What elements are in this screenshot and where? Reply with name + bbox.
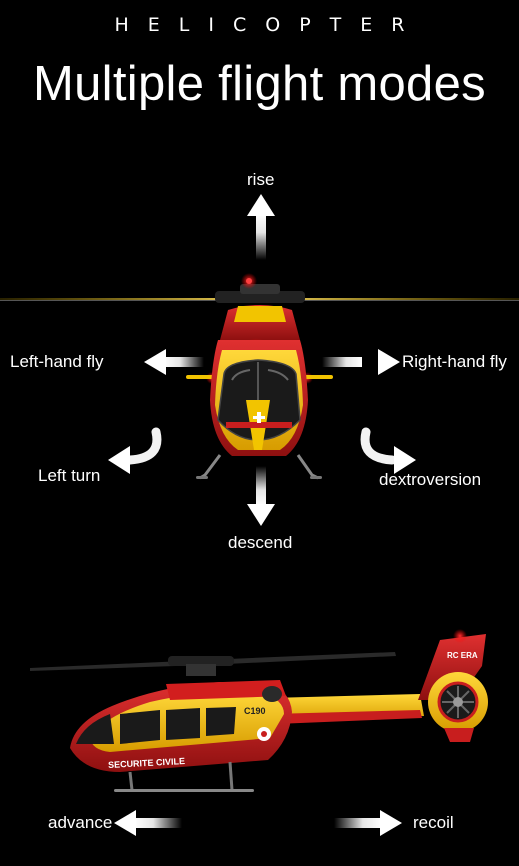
label-left-hand-fly: Left-hand fly — [10, 352, 104, 371]
arrow-right-icon — [322, 349, 400, 375]
arrow-recoil-icon — [334, 810, 402, 836]
product-kicker: HELICOPTER — [114, 14, 424, 36]
model-decal: C190 — [244, 706, 266, 716]
label-left-turn: Left turn — [38, 466, 101, 485]
arrow-down-icon — [247, 466, 275, 526]
arrow-left-icon — [144, 349, 204, 375]
label-advance: advance — [48, 813, 113, 832]
arrow-advance-icon — [114, 810, 182, 836]
helicopter-front-view — [0, 273, 519, 480]
label-descend: descend — [228, 533, 293, 552]
label-recoil: recoil — [413, 813, 454, 832]
turn-left-icon — [108, 427, 162, 474]
label-rise: rise — [247, 170, 275, 189]
brand-decal: RC ERA — [447, 651, 478, 660]
label-dextroversion: dextroversion — [379, 470, 482, 489]
arrow-up-icon — [247, 194, 275, 260]
turn-right-icon — [360, 427, 416, 474]
page-title: Multiple flight modes — [33, 57, 486, 111]
helicopter-side-view — [30, 629, 488, 792]
label-right-hand-fly: Right-hand fly — [402, 352, 507, 371]
